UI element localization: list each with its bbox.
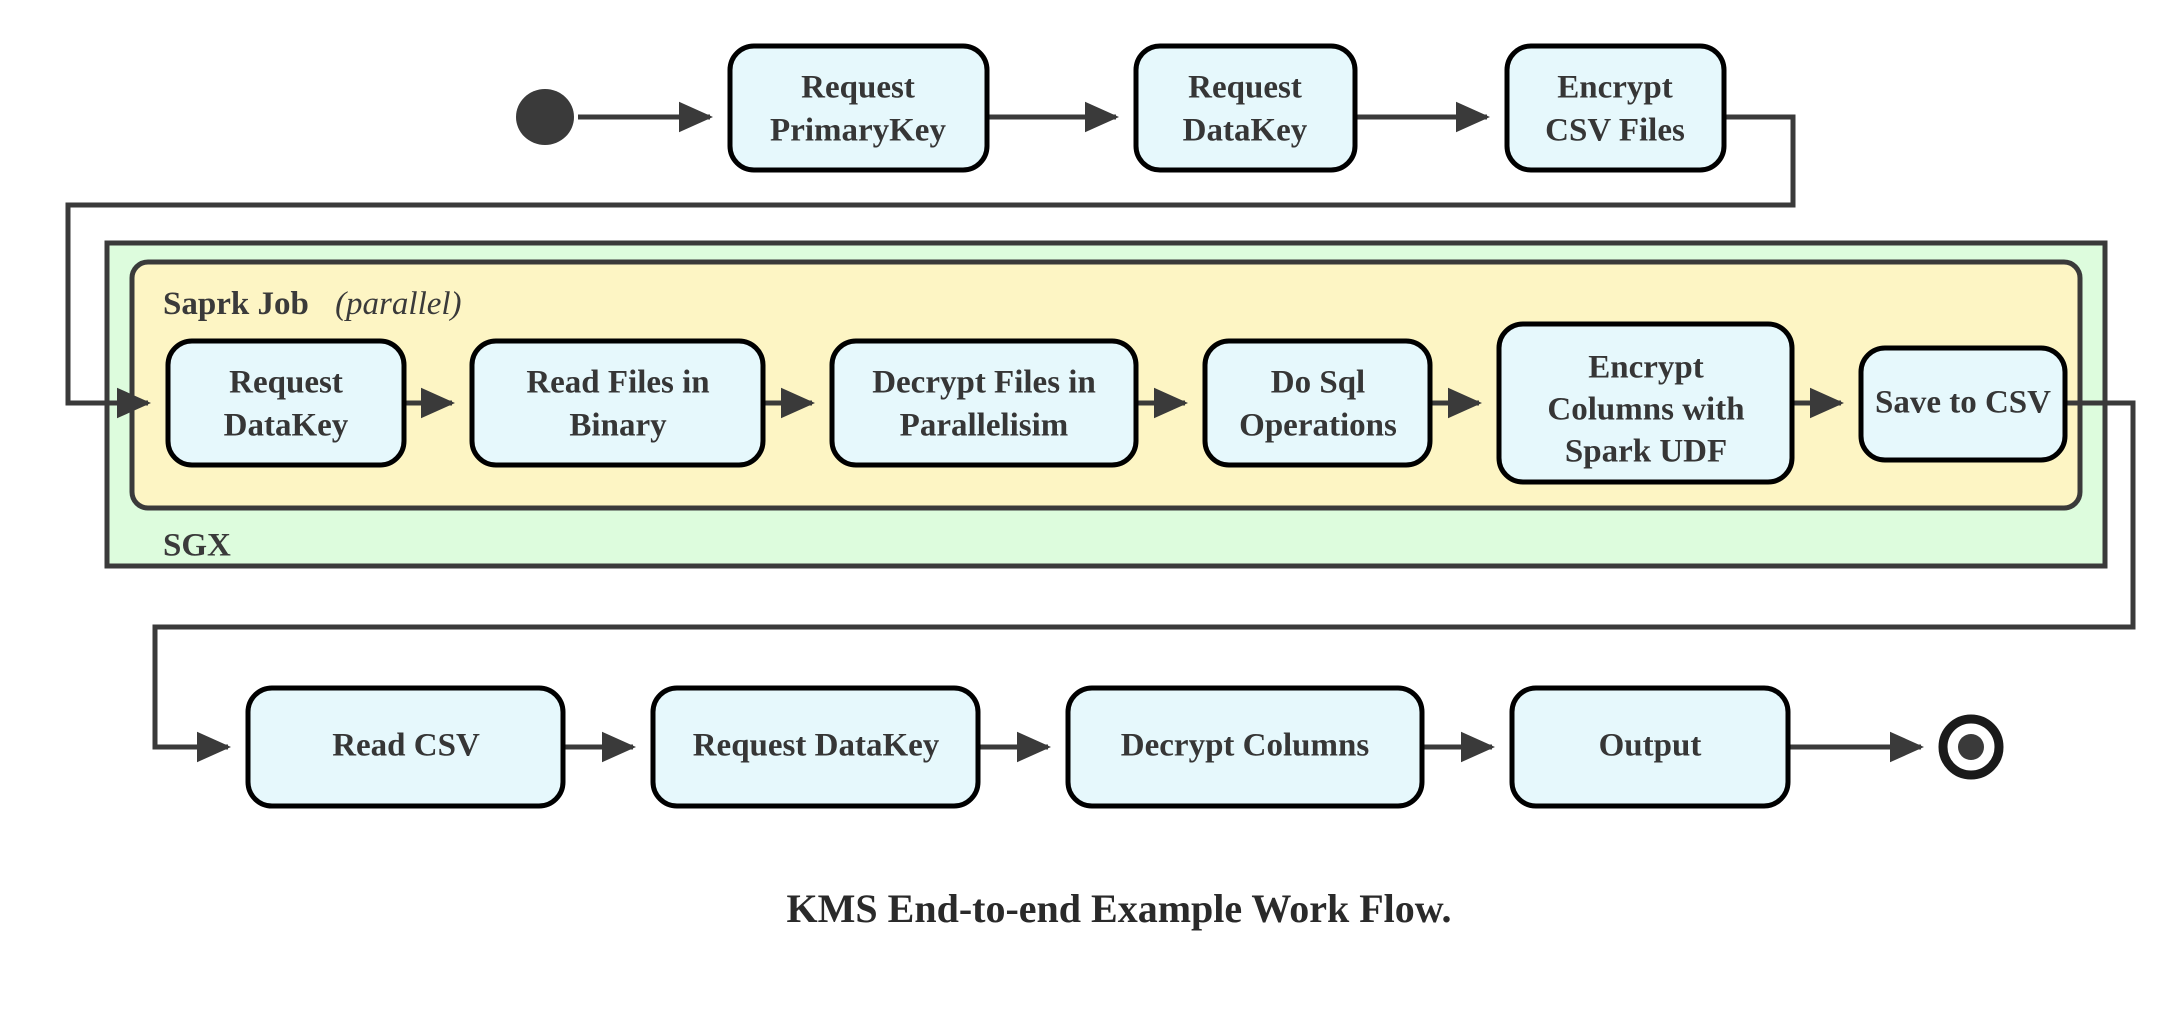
node-decrypt-files-in-parallelisim-label-line1: Decrypt Files in [872, 365, 1096, 401]
edge-save-to-csv-to-read-csv [152, 400, 2136, 763]
node-request-datakey-spark-rect[interactable] [165, 338, 407, 468]
node-decrypt-columns-label: Decrypt Columns [1121, 728, 1370, 764]
node-request-datakey-top-label-line1: Request [1188, 70, 1302, 106]
node-do-sql-operations-rect[interactable] [1202, 338, 1433, 468]
node-request-datakey-bottom-label: Request DataKey [693, 728, 940, 764]
node-read-csv-label: Read CSV [332, 728, 480, 764]
node-decrypt-files-in-parallelisim[interactable]: Decrypt Files in Parallelisim [829, 338, 1139, 468]
node-read-csv-rect[interactable] [245, 685, 566, 809]
node-decrypt-columns-rect[interactable] [1065, 685, 1425, 809]
node-request-datakey-bottom[interactable]: Request DataKey [650, 685, 981, 809]
node-request-datakey-spark[interactable]: Request DataKey [165, 338, 407, 468]
node-save-to-csv-rect[interactable] [1858, 345, 2068, 463]
start-node [516, 89, 574, 145]
node-do-sql-operations-label-line1: Do Sql [1271, 365, 1365, 401]
node-decrypt-columns[interactable]: Decrypt Columns [1065, 685, 1425, 809]
node-encrypt-columns-with-spark-udf-rect[interactable] [1496, 321, 1795, 485]
node-request-datakey-spark-label-line2: DataKey [224, 408, 349, 444]
node-encrypt-columns-with-spark-udf-label-line1: Encrypt [1588, 350, 1704, 386]
node-encrypt-csv-files-rect[interactable] [1504, 43, 1727, 173]
node-read-files-in-binary-rect[interactable] [469, 338, 766, 468]
node-encrypt-columns-with-spark-udf[interactable]: Encrypt Columns with Spark UDF [1496, 321, 1795, 485]
diagram-caption: KMS End-to-end Example Work Flow. [787, 886, 1452, 931]
edge-encrypt-csv-files-to-spark-request-datakey [65, 114, 1796, 419]
spark-job-label-italic: (parallel) [335, 286, 461, 322]
node-request-primarykey-label-line2: PrimaryKey [770, 113, 946, 149]
node-read-files-in-binary[interactable]: Read Files in Binary [469, 338, 766, 468]
node-read-csv[interactable]: Read CSV [245, 685, 566, 809]
node-read-files-in-binary-label-line1: Read Files in [526, 365, 709, 401]
node-encrypt-csv-files-label-line1: Encrypt [1557, 70, 1673, 106]
node-request-datakey-bottom-rect[interactable] [650, 685, 981, 809]
node-do-sql-operations[interactable]: Do Sql Operations [1202, 338, 1433, 468]
start-circle-icon [516, 89, 574, 145]
edge-group [65, 101, 2136, 763]
node-request-primarykey[interactable]: Request PrimaryKey [727, 43, 990, 173]
node-request-datakey-spark-label-line1: Request [229, 365, 343, 401]
node-save-to-csv-label: Save to CSV [1875, 385, 2051, 421]
node-decrypt-files-in-parallelisim-label-line2: Parallelisim [900, 408, 1069, 444]
node-output-label: Output [1599, 728, 1702, 764]
node-encrypt-csv-files-label-line2: CSV Files [1545, 113, 1685, 149]
end-node [1938, 714, 2004, 780]
node-output[interactable]: Output [1509, 685, 1791, 809]
node-request-datakey-top-rect[interactable] [1133, 43, 1358, 173]
spark-job-container-label: Saprk Job (parallel) [163, 286, 462, 322]
end-core-icon [1958, 734, 1984, 760]
node-read-files-in-binary-label-line2: Binary [569, 408, 667, 444]
node-encrypt-csv-files[interactable]: Encrypt CSV Files [1504, 43, 1727, 173]
node-request-datakey-top-label-line2: DataKey [1183, 113, 1308, 149]
node-do-sql-operations-label-line2: Operations [1239, 408, 1397, 444]
node-request-datakey-top[interactable]: Request DataKey [1133, 43, 1358, 173]
node-output-rect[interactable] [1509, 685, 1791, 809]
node-request-primarykey-rect[interactable] [727, 43, 990, 173]
sgx-container-label: SGX [163, 528, 231, 564]
node-request-primarykey-label-line1: Request [801, 70, 915, 106]
node-encrypt-columns-with-spark-udf-label-line3: Spark UDF [1565, 434, 1727, 470]
spark-job-label-bold: Saprk Job [163, 286, 309, 322]
node-save-to-csv[interactable]: Save to CSV [1858, 345, 2068, 463]
node-encrypt-columns-with-spark-udf-label-line2: Columns with [1547, 392, 1744, 428]
node-decrypt-files-in-parallelisim-rect[interactable] [829, 338, 1139, 468]
